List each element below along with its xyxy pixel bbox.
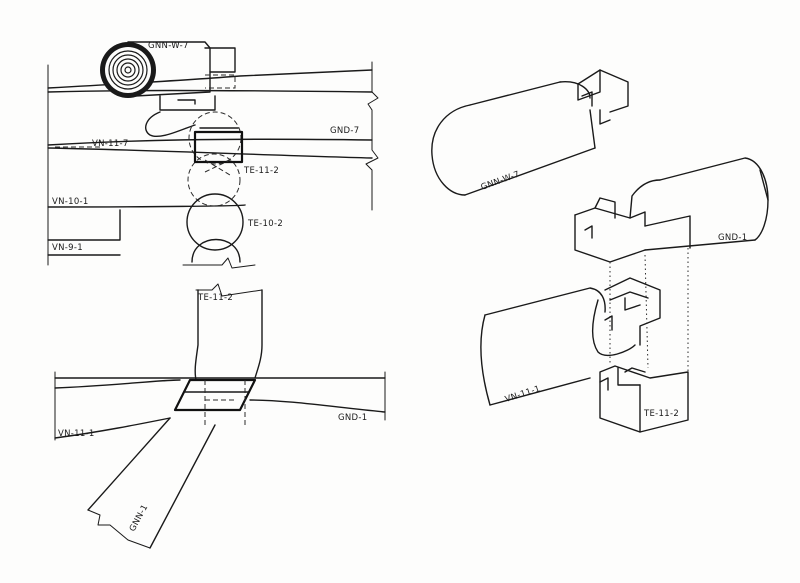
label-te-10-2: TE-10-2 (247, 219, 283, 229)
label-te-11-2-top: TE-11-2 (243, 166, 279, 176)
log-end-face (431, 104, 471, 196)
gnd1-top-notch (574, 207, 646, 227)
te112-notch (617, 367, 641, 386)
label-te-11-2-plan: TE-11-2 (197, 293, 233, 303)
log-shoulder (559, 81, 591, 99)
label-vn-11-7: VN-11-7 (92, 139, 129, 149)
vn111-end (480, 314, 491, 406)
frame-edge-right (365, 61, 379, 211)
log-bottom-edge (464, 147, 596, 196)
gnd1-slot (584, 225, 593, 239)
vn111-tenon-slot (624, 297, 641, 311)
beam-top-line-2 (47, 89, 373, 93)
joint-parallelogram (173, 378, 257, 412)
label-gnd-7: GND-7 (330, 126, 359, 136)
label-vn-9-1: VN-9-1 (52, 243, 83, 253)
vn111-top (484, 287, 606, 316)
tenon-curve (144, 111, 196, 137)
post-section-dashed-1 (188, 111, 242, 165)
label-vn-11-1-plan: VN-11-1 (58, 429, 95, 439)
gnd1-bottom (644, 239, 756, 251)
post-bottom-arc (191, 238, 241, 263)
post-section-dashed-2 (187, 153, 241, 207)
vn111-small-notch (604, 315, 613, 331)
log-tenon (204, 47, 236, 73)
vn111-tenon-curve (592, 299, 636, 356)
label-iso-gnd-1: GND-1 (718, 233, 747, 243)
beam-gnd7-upper (47, 138, 373, 146)
te112-top-detail (624, 367, 646, 373)
vn111-tenon-top (609, 291, 649, 301)
label-iso-gnn-w-7: GNN-W-7 (480, 170, 522, 193)
beam-gnd7-lower (47, 147, 373, 159)
alignment-guides (609, 248, 689, 372)
gnd1-end-mark (759, 169, 769, 201)
post-te102-circle (186, 193, 244, 251)
beam-vn101 (47, 204, 246, 208)
post-left-edge (194, 289, 199, 381)
beam-vn91 (47, 209, 121, 241)
gnd1-notch-wall (594, 197, 616, 219)
log-end-grain (100, 42, 156, 98)
label-iso-vn-11-1: VN-11-1 (504, 384, 542, 405)
isometric-exploded: GNN-W-7 GND-1 VN-11-1 (431, 69, 769, 433)
vn111-bottom (489, 377, 591, 406)
brace-right-edge (149, 424, 216, 549)
te112-side-notch (599, 377, 609, 391)
beam-gnd1-bottom (249, 399, 386, 413)
post-break-top (195, 283, 263, 297)
mortise-box (193, 130, 244, 164)
label-gnn-1: GNN-1 (128, 503, 151, 534)
tenon-lower-notch (599, 109, 611, 125)
iso-post-te112: TE-11-2 (599, 365, 689, 433)
hidden-tenon (205, 74, 236, 89)
elevation-top-left: GNN-W-7 GND-7 VN-11-7 TE-11-2 VN-10-1 TE… (47, 41, 379, 269)
tenon-notch (581, 91, 593, 107)
label-gnd-1-plan: GND-1 (338, 413, 367, 423)
elevation-bottom-left: TE-11-2 GND-1 VN-11-1 GNN-1 (54, 283, 386, 549)
gnd1-body-top (659, 157, 769, 241)
post-break (182, 257, 256, 269)
te112-outline (599, 365, 689, 433)
notch-detail (177, 99, 196, 105)
tenon-face (577, 69, 601, 101)
vn111-tenon-block (604, 277, 661, 346)
joint-hidden-lines (204, 380, 246, 425)
log-end-cut (589, 109, 596, 149)
label-gnn-w-7-top: GNN-W-7 (148, 41, 189, 51)
beam-top-line-1 (47, 69, 373, 89)
tenon-top (577, 69, 629, 113)
log-top-edge (469, 81, 561, 106)
label-iso-te-11-2: TE-11-2 (643, 409, 679, 419)
iso-log-vn111: VN-11-1 (480, 277, 661, 406)
brace-left-edge (87, 417, 171, 511)
gnd1-shoulder (629, 179, 661, 219)
brace-break (87, 509, 151, 549)
brace-upper-line (54, 417, 171, 439)
iso-beam-gnd1: GND-1 (574, 157, 769, 263)
iso-log-gnnw7: GNN-W-7 (431, 69, 629, 196)
label-vn-10-1: VN-10-1 (52, 197, 89, 207)
gnd1-front (574, 214, 646, 263)
beam-vn111-top (54, 379, 181, 389)
post-right-edge (254, 289, 263, 379)
hidden-cross (204, 159, 231, 176)
notch-block (159, 95, 216, 111)
gnd1-side (644, 215, 691, 249)
